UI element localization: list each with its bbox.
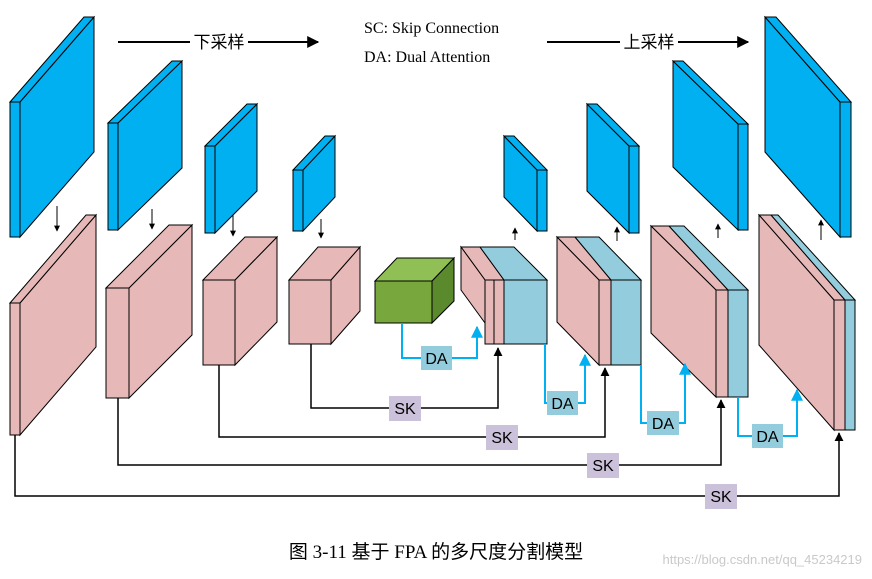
legend-da: DA: Dual Attention xyxy=(364,49,490,66)
svg-text:DA: DA xyxy=(425,351,448,368)
encoder-feature-map-3 xyxy=(203,102,259,235)
svg-text:DA: DA xyxy=(756,429,779,446)
legend-sc: SC: Skip Connection xyxy=(364,20,499,37)
svg-text:SK: SK xyxy=(710,489,732,506)
sk-connection-4 xyxy=(14,432,844,497)
bottleneck-block xyxy=(373,256,456,325)
da-tag-3: DA xyxy=(647,411,679,435)
decoder-feature-map-4 xyxy=(763,15,853,239)
downsample-label: 下采样 xyxy=(194,33,245,52)
downsample-arrow: 下采样 xyxy=(118,33,320,52)
svg-text:DA: DA xyxy=(652,416,675,433)
figure-caption: 图 3-11 基于 FPA 的多尺度分割模型 xyxy=(288,542,584,563)
upsample-label: 上采样 xyxy=(624,33,675,52)
sk-tag-1: SK xyxy=(389,396,421,421)
watermark: https://blog.csdn.net/qq_45234219 xyxy=(662,552,863,567)
up-arrows xyxy=(512,219,824,241)
decoder-block-1 xyxy=(460,245,549,345)
decoder-block-2 xyxy=(555,235,643,367)
da-tag-4: DA xyxy=(752,424,783,448)
encoder-feature-map-1 xyxy=(8,15,96,239)
decoder-block-3 xyxy=(649,224,750,399)
sk-connection-1 xyxy=(310,344,503,409)
decoder-feature-map-3 xyxy=(671,59,750,232)
svg-text:SK: SK xyxy=(491,430,513,447)
da-connection-1 xyxy=(401,323,483,359)
svg-text:SK: SK xyxy=(394,401,416,418)
decoder-block-4 xyxy=(757,213,857,432)
svg-text:DA: DA xyxy=(551,396,574,413)
sk-tag-2: SK xyxy=(486,425,518,450)
upsample-arrow: 上采样 xyxy=(547,33,750,52)
encoder-block-4 xyxy=(287,245,362,346)
encoder-block-3 xyxy=(201,235,279,367)
da-connection-3 xyxy=(640,362,691,424)
decoder-feature-map-1 xyxy=(502,134,549,233)
svg-text:SK: SK xyxy=(592,458,614,475)
encoder-block-1 xyxy=(8,213,98,437)
sk-connection-3 xyxy=(117,398,726,466)
encoder-feature-map-4 xyxy=(291,134,337,233)
sk-tag-4: SK xyxy=(705,484,737,509)
decoder-feature-map-2 xyxy=(585,102,641,235)
encoder-feature-map-2 xyxy=(106,59,184,232)
down-arrows xyxy=(54,206,324,239)
da-tag-1: DA xyxy=(421,346,452,370)
sk-connection-2 xyxy=(218,365,610,438)
sk-tag-3: SK xyxy=(587,453,619,478)
encoder-block-2 xyxy=(104,223,194,400)
da-tag-2: DA xyxy=(547,391,578,415)
da-connection-4 xyxy=(737,388,803,437)
